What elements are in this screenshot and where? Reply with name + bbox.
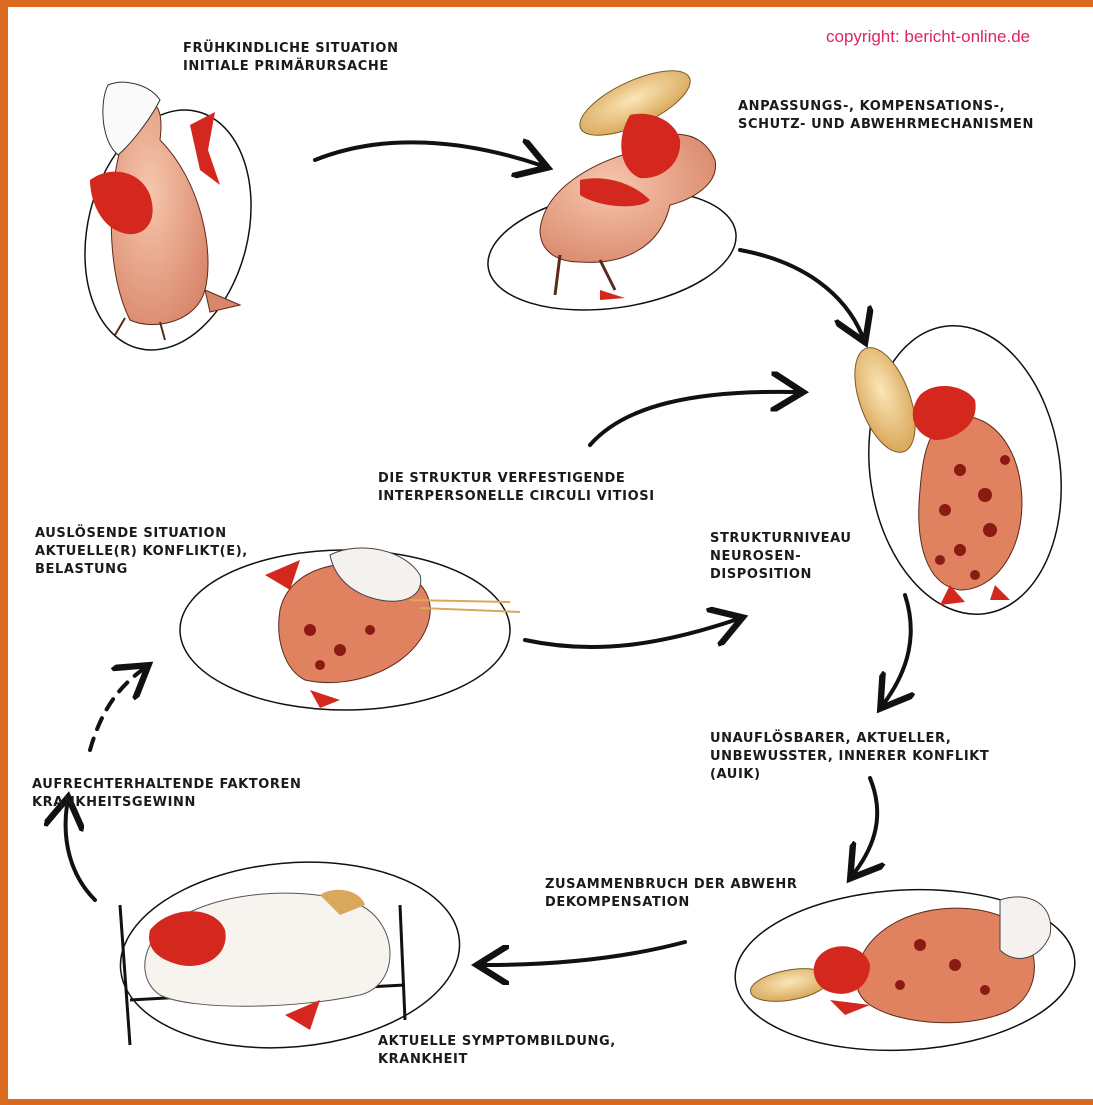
arrow-adaptation-to-structure (740, 250, 862, 335)
arrow-circuli-to-structure (590, 392, 795, 445)
copyright-note: copyright: bericht-online.de (826, 27, 1030, 47)
creature-symptoms-illustration (113, 849, 468, 1062)
label-conflict: UNAUFLÖSBARER, AKTUELLER,UNBEWUSSTER, IN… (710, 730, 989, 784)
label-symptoms: AKTUELLE SYMPTOMBILDUNG,KRANKHEIT (378, 1033, 616, 1069)
arrow-structure-to-conflict (885, 595, 911, 702)
label-adaptation: ANPASSUNGS-, KOMPENSATIONS-,SCHUTZ- UND … (738, 98, 1034, 134)
arrow-conflict-to-collapse (855, 778, 877, 872)
arrow-symptoms-to-maintaining (66, 805, 95, 900)
arrow-trigger-to-structure (525, 620, 735, 647)
creature-adaptation-illustration (480, 58, 744, 325)
arrow-maintaining-to-trigger-dashed (90, 670, 142, 750)
creature-childhood-illustration (61, 82, 275, 367)
creature-structure-illustration (843, 313, 1080, 627)
arrow-collapse-to-symptoms (485, 942, 685, 965)
arrow-childhood-to-adaptation (315, 142, 540, 165)
